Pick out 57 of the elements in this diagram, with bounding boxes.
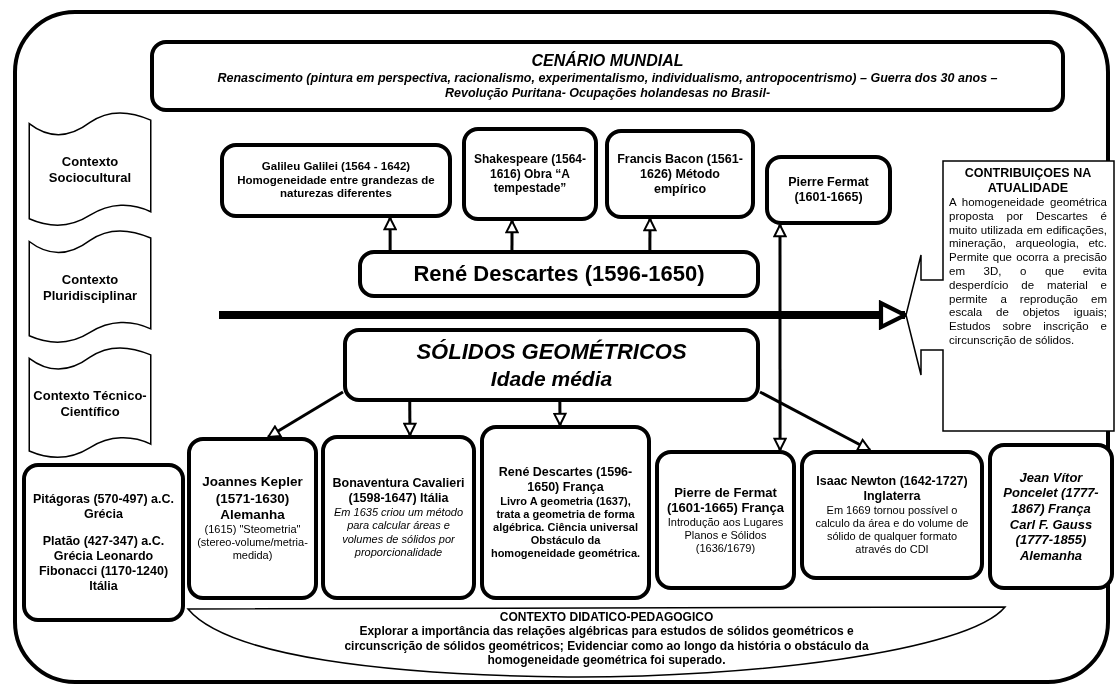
node-text: Shakespeare (1564-1616) Obra “A tempestade” [472, 152, 588, 196]
node-text: Idade média [490, 365, 613, 391]
node-text: A homogeneidade geométrica proposta por Descartes é muito utilizada em edificações, mineração, arqueologia, etc. Permite que ocorra a precisão em 3D, o que evita desperdício de material e permite a reprodução em escala de objetos iguais; Estudos sobre inscrição e circunscrição de sólidos. [949, 196, 1107, 348]
node-title: CONTRIBUIÇOES NA ATUALIDADE [963, 166, 1093, 196]
rounded-box [480, 425, 651, 600]
arrow [773, 224, 787, 451]
node-title: CONTEXTO DIDATICO-PEDAGOGICO [499, 610, 714, 625]
rounded-box [22, 463, 185, 622]
arrow [553, 402, 567, 426]
node-text: Livro A geometria (1637), trata a geometria de forma algébrica. Ciência universal Obstáculo da homogeneidade geométrica. [489, 494, 642, 561]
rounded-box [605, 129, 755, 219]
arrow [505, 220, 519, 250]
arrow [759, 390, 871, 452]
rounded-box [462, 127, 598, 221]
node-text: Platão (427-347) a.C. Grécia Leonardo Fibonacci (1170-1240) Itália [37, 533, 170, 594]
rounded-box [187, 437, 318, 600]
node-title: Isaac Newton (1642-1727) Inglaterra [815, 473, 969, 504]
callout-box [905, 160, 1115, 432]
node-title: Pierre de Fermat (1601-1665) França [665, 484, 786, 516]
node-title: SÓLIDOS GEOMÉTRICOS [416, 339, 687, 366]
banner-shape [28, 347, 152, 460]
rounded-box [765, 155, 892, 225]
node-text: Explorar a importância das relações algébricas para estudos de sólidos geométricos e circunscrição de sólidos geométricos; Evidenciar como ao longo da história o obstáculo da homogeneidade geométrica foi superado. [343, 624, 870, 668]
node-text: Renascimento (pintura em perspectiva, racionalismo, experimentalismo, individualismo, antropocentrismo) – Guerra dos 30 anos – Revolução Puritana- Ocupações holandesas no Brasil- [216, 70, 999, 101]
rounded-box [150, 40, 1065, 112]
node-text: Em 1669 tornou possível o calculo da área e do volume de sólido de qualquer formato através do CDI [814, 503, 970, 557]
node-title: Bonaventura Cavalieri (1598-1647) Itália [331, 476, 466, 507]
node-text: Galileu Galilei (1564 - 1642) Homogeneidade entre grandezas de naturezas diferentes [236, 159, 436, 202]
node-title: René Descartes (1596-1650) França [497, 464, 634, 495]
node-text: Pierre Fermat (1601-1665) [787, 175, 870, 205]
node-text: Contexto Técnico-Científico [32, 387, 148, 420]
rounded-box [358, 250, 760, 298]
node-text: Contexto Sociocultural [47, 154, 133, 186]
rounded-box [800, 450, 984, 580]
node-title: Joannes Kepler (1571-1630) Alemanha [201, 474, 304, 523]
node-text: Francis Bacon (1561-1626) Método empírico [616, 151, 744, 197]
node-title: Jean Vítor Poncelet (1777-1867) França [1002, 469, 1100, 517]
rounded-box [343, 328, 760, 402]
node-text: Em 1635 criou um método para calcular áreas e volumes de sólidos por proporcionalidade [333, 506, 464, 559]
arrow [403, 402, 417, 436]
node-text: Carl F. Gauss (1777-1855) Alemanha [1008, 516, 1094, 564]
rounded-box [321, 435, 476, 600]
node-text: Introdução aos Lugares Planos e Sólidos (1636/1679) [666, 515, 785, 556]
node-text: René Descartes (1596-1650) [413, 260, 705, 288]
banner-shape [28, 230, 152, 345]
lens-shape [188, 607, 1005, 679]
rounded-box [220, 143, 452, 218]
node-text: Contexto Pluridisciplinar [42, 271, 138, 304]
rounded-box [655, 450, 796, 590]
node-title: Pitágoras (570-497) a.C. Grécia [31, 491, 175, 522]
node-text: (1615) "Steometria" (stereo-volume/metria-medida) [196, 523, 309, 563]
banner-shape [28, 112, 152, 228]
arrow [383, 217, 397, 250]
rounded-box [988, 443, 1114, 590]
arrow [267, 390, 344, 439]
node-title: CENÁRIO MUNDIAL [531, 51, 684, 71]
arrow [643, 218, 657, 250]
